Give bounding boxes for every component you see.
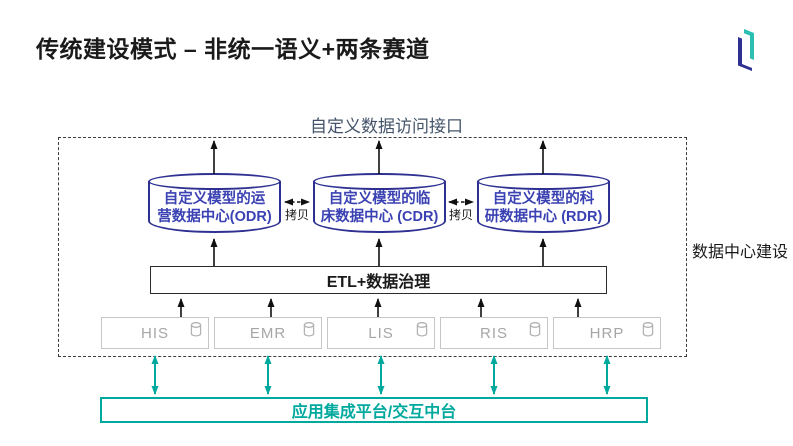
database-icon	[303, 322, 315, 337]
source-label: LIS	[368, 324, 394, 342]
rdr-label-line2: 研数据中心 (RDR)	[484, 209, 603, 225]
odr-label-line2: 营数据中心(ODR)	[157, 209, 272, 225]
cylinder-top-ellipse	[477, 173, 610, 190]
cylinder-top-ellipse	[313, 173, 446, 190]
odr-label: 自定义模型的运 营数据中心(ODR)	[148, 190, 281, 226]
etl-governance-box: ETL+数据治理	[150, 266, 607, 294]
source-label: EMR	[249, 324, 287, 342]
cylinder-top-ellipse	[148, 173, 281, 190]
database-icon	[190, 322, 202, 337]
copy-label-1: 拷贝	[284, 208, 309, 222]
cdr-label-line2: 床数据中心 (CDR)	[320, 209, 439, 225]
database-icon	[642, 322, 654, 337]
source-label: RIS	[479, 324, 508, 342]
copy-label-2: 拷贝	[448, 208, 473, 222]
integration-platform-box: 应用集成平台/交互中台	[100, 397, 648, 423]
brand-logo-blue-stroke	[738, 37, 752, 71]
cdr-datacenter-cylinder: 自定义模型的临 床数据中心 (CDR)	[313, 173, 446, 233]
source-label: HRP	[589, 324, 625, 342]
brand-logo-icon	[738, 29, 754, 71]
page-title: 传统建设模式 – 非统一语义+两条赛道	[36, 36, 430, 62]
rdr-label-line1: 自定义模型的科	[492, 191, 595, 207]
source-system-lis: LIS	[327, 317, 435, 349]
odr-datacenter-cylinder: 自定义模型的运 营数据中心(ODR)	[148, 173, 281, 233]
cdr-label-line1: 自定义模型的临	[328, 191, 431, 207]
source-system-hrp: HRP	[553, 317, 661, 349]
cdr-label: 自定义模型的临 床数据中心 (CDR)	[313, 190, 446, 226]
source-system-ris: RIS	[440, 317, 548, 349]
data-center-region	[58, 137, 687, 357]
source-label: HIS	[140, 324, 169, 342]
data-center-region-label: 数据中心建设	[692, 244, 789, 261]
cylinder-body	[477, 181, 610, 233]
brand-logo-teal-stroke	[744, 29, 754, 60]
source-system-his: HIS	[101, 317, 209, 349]
rdr-datacenter-cylinder: 自定义模型的科 研数据中心 (RDR)	[477, 173, 610, 233]
source-system-emr: EMR	[214, 317, 322, 349]
database-icon	[529, 322, 541, 337]
odr-label-line1: 自定义模型的运	[163, 191, 266, 207]
access-interface-label: 自定义数据访问接口	[310, 117, 463, 136]
database-icon	[416, 322, 428, 337]
rdr-label: 自定义模型的科 研数据中心 (RDR)	[477, 190, 610, 226]
